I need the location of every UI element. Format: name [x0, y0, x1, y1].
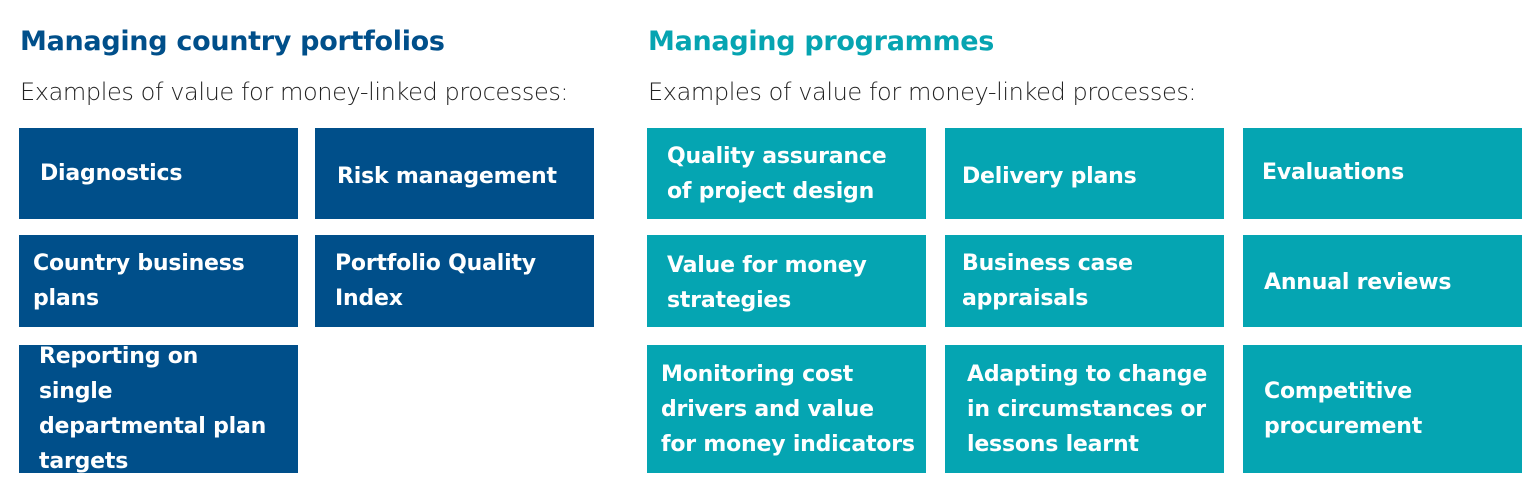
right-panel-subtitle: Examples of value for money-linked proce…	[648, 78, 1197, 106]
process-box-portfolio-quality-index: Portfolio Quality Index	[315, 235, 594, 327]
process-label: Evaluations	[1262, 160, 1404, 185]
process-box-country-business-plans: Country business plans	[19, 235, 298, 327]
process-label: Risk management	[337, 164, 557, 189]
process-box-reporting-sdp-targets: Reporting on single departmental plan ta…	[19, 344, 298, 474]
process-box-evaluations: Evaluations	[1243, 128, 1522, 219]
process-box-adapting-to-change: Adapting to change in circumstances or l…	[945, 345, 1224, 473]
process-label: Portfolio Quality Index	[335, 251, 536, 311]
process-box-delivery-plans: Delivery plans	[945, 128, 1224, 219]
process-box-monitoring-cost-drivers: Monitoring cost drivers and value for mo…	[647, 345, 926, 473]
process-label: Value for money strategies	[667, 253, 867, 313]
process-label: Adapting to change in circumstances or l…	[967, 361, 1208, 457]
process-box-competitive-procurement: Competitive procurement	[1243, 345, 1522, 473]
left-panel-title: Managing country portfolios	[20, 26, 445, 57]
left-panel-subtitle: Examples of value for money-linked proce…	[20, 78, 569, 106]
process-label: Annual reviews	[1264, 269, 1452, 295]
process-label: Quality assurance of project design	[667, 143, 887, 204]
process-label: Delivery plans	[962, 164, 1137, 189]
process-label: Business case appraisals	[962, 251, 1133, 311]
process-box-annual-reviews: Annual reviews	[1243, 235, 1522, 327]
right-panel-title: Managing programmes	[648, 26, 995, 57]
process-box-vfm-strategies: Value for money strategies	[647, 235, 926, 327]
process-box-quality-assurance: Quality assurance of project design	[647, 128, 926, 219]
process-label: Diagnostics	[40, 161, 183, 186]
process-label: Country business plans	[33, 251, 245, 311]
process-label: Monitoring cost drivers and value for mo…	[661, 361, 915, 457]
process-label: Competitive procurement	[1264, 379, 1423, 439]
process-box-diagnostics: Diagnostics	[19, 128, 298, 219]
process-box-business-case-appraisals: Business case appraisals	[945, 235, 1224, 327]
process-box-risk-management: Risk management	[315, 128, 594, 219]
process-label: Reporting on single departmental plan ta…	[39, 344, 267, 474]
